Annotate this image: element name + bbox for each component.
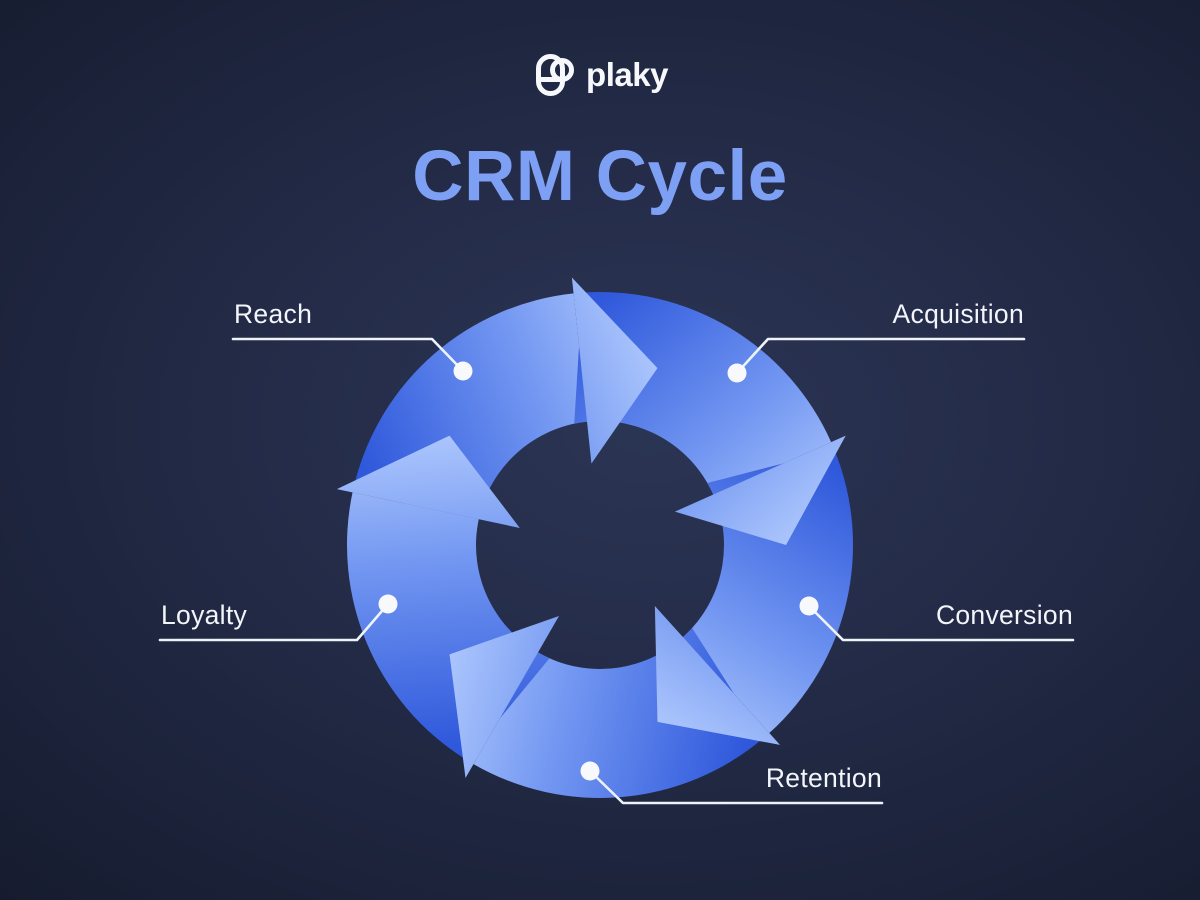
cycle-arrow-retention-head <box>449 616 559 778</box>
cycle-arrow-conversion-head <box>654 605 780 745</box>
stage-label-conversion: Conversion <box>935 600 1073 630</box>
logo: plaky <box>0 52 1200 98</box>
callout-loyalty <box>158 594 398 642</box>
callout-conversion <box>799 596 1075 642</box>
cycle-arrow-loyalty-head <box>336 435 520 528</box>
stage-label-acquisition: Acquisition <box>892 299 1024 329</box>
page-title: CRM Cycle <box>412 137 788 216</box>
cycle-arrow-reach-head <box>571 277 658 464</box>
cycle-arrow-acquisition-head <box>674 435 846 545</box>
callout-retention-dot <box>580 761 600 781</box>
callout-reach <box>231 337 473 381</box>
cycle-arrow-acquisition-band <box>574 292 832 495</box>
callout-conversion-dot <box>799 596 819 616</box>
callout-acquisition <box>727 337 1026 383</box>
stage-label-reach: Reach <box>234 299 313 329</box>
callout-retention <box>580 761 884 805</box>
logo-text: plaky <box>586 56 668 93</box>
stage-label-retention: Retention <box>765 763 882 793</box>
callout-acquisition-dot <box>727 363 747 383</box>
plaky-logo-icon <box>536 54 575 96</box>
callout-retention-line <box>588 769 884 805</box>
callout-acquisition-line <box>735 337 1026 375</box>
callout-reach-line <box>231 337 465 373</box>
stage-callouts <box>158 337 1075 805</box>
callout-loyalty-dot <box>378 594 398 614</box>
cycle-arrow-heads <box>336 277 846 778</box>
callout-conversion-line <box>807 604 1075 642</box>
callout-reach-dot <box>453 361 473 381</box>
callout-loyalty-line <box>158 602 390 642</box>
stage-label-loyalty: Loyalty <box>161 600 248 630</box>
